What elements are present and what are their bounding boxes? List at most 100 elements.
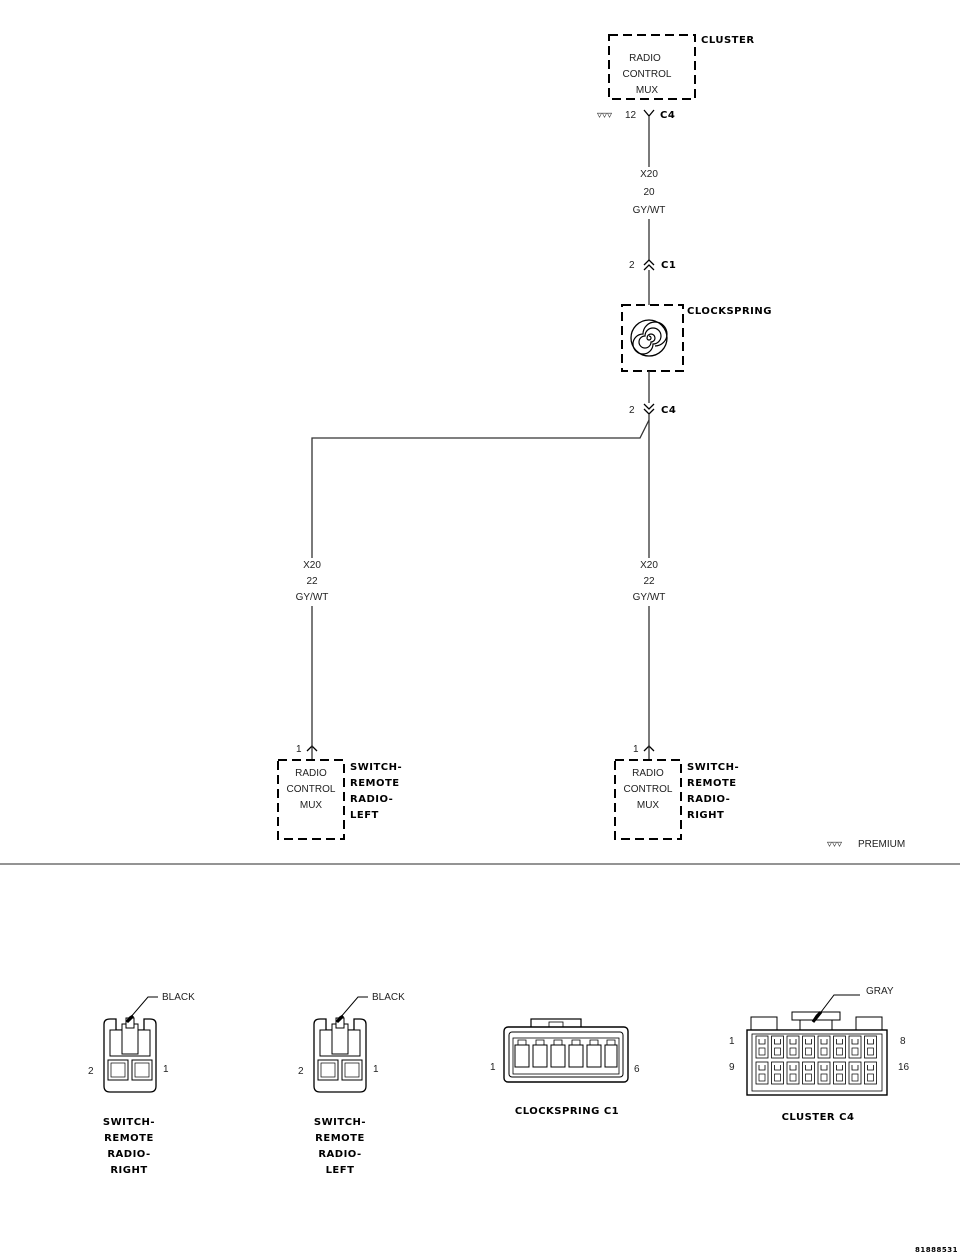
clockspring-c1-pin: 2 (629, 260, 635, 271)
wire-right-gauge: 22 (643, 576, 655, 587)
legend-mark: ▿▿▿ (827, 839, 842, 850)
cluster-connector-symbol (643, 109, 655, 118)
cluster-c4-cavity-latch (805, 1065, 812, 1071)
cluster-view-pin-1: 1 (729, 1036, 735, 1047)
switch-left-title-line-2: REMOTE (350, 778, 400, 789)
switch-right-title-line-1: SWITCH- (687, 762, 739, 773)
cluster-c4-connector-view (746, 994, 888, 1096)
switch-left-view-pin-1: 1 (373, 1064, 379, 1075)
cluster-c4-terminal (867, 1073, 874, 1082)
switch-right-pin: 1 (633, 744, 639, 755)
legend-label: PREMIUM (858, 839, 905, 850)
switch-right-title-line-2: REMOTE (687, 778, 737, 789)
switch-left-view-caption-2: REMOTE (315, 1133, 365, 1144)
switch-right-title-line-4: RIGHT (687, 810, 724, 821)
cluster-c4-terminal (774, 1047, 781, 1056)
cluster-inner-line-1: RADIO (629, 53, 661, 64)
cluster-c4-cavity-latch (789, 1065, 797, 1071)
switch-left-inner-line-3: MUX (300, 800, 323, 811)
cluster-view-pin-9: 9 (729, 1062, 735, 1073)
cluster-c4-cavity-latch (820, 1039, 828, 1045)
cluster-c4-cavity-latch (774, 1065, 781, 1071)
wire-left-circuit: X20 (303, 560, 321, 571)
cluster-c4-cavity-latch (758, 1065, 766, 1071)
cluster-c4-terminal (774, 1073, 781, 1082)
cluster-c4-terminal (820, 1047, 828, 1056)
cluster-inner-line-3: MUX (636, 85, 659, 96)
clockspring-c4-id: C4 (661, 405, 676, 416)
cluster-c4-cavity-latch (836, 1065, 843, 1071)
switch-left-view-color: BLACK (372, 992, 405, 1003)
cluster-view-color: GRAY (866, 986, 894, 997)
switch-right-view-caption-3: RADIO- (107, 1149, 150, 1160)
switch-right-view-caption-4: RIGHT (110, 1165, 147, 1176)
switch-left-title-line-1: SWITCH- (350, 762, 402, 773)
switch-right-connector-view (103, 996, 158, 1093)
switch-right-inner-line-2: CONTROL (624, 784, 673, 795)
switch-right-view-pin-1: 1 (163, 1064, 169, 1075)
switch-right-view-pin-2: 2 (88, 1066, 94, 1077)
cluster-c4-terminal (789, 1047, 797, 1056)
clockspring-coil-icon (630, 319, 668, 357)
cluster-view-caption: CLUSTER C4 (782, 1112, 855, 1123)
cluster-component-box (608, 34, 696, 100)
cluster-c4-cavity-latch (758, 1039, 766, 1045)
cluster-c4-cavity-latch (836, 1039, 843, 1045)
wire-left-gauge: 22 (306, 576, 318, 587)
cluster-c4-cavity-latch (867, 1039, 874, 1045)
switch-left-view-caption-3: RADIO- (318, 1149, 361, 1160)
clockspring-view-pin-6: 6 (634, 1064, 640, 1075)
wire-left-color: GY/WT (296, 592, 329, 603)
cluster-c4-terminal (851, 1047, 859, 1056)
cluster-c4-terminal (836, 1047, 843, 1056)
switch-left-view-caption-4: LEFT (326, 1165, 355, 1176)
clockspring-title: CLOCKSPRING (687, 306, 772, 317)
switch-left-title-line-4: LEFT (350, 810, 379, 821)
switch-right-view-caption-2: REMOTE (104, 1133, 154, 1144)
cluster-c4-terminal (867, 1047, 874, 1056)
switch-right-title-line-3: RADIO- (687, 794, 730, 805)
cluster-c4-cavity-latch (805, 1039, 812, 1045)
switch-left-view-pin-2: 2 (298, 1066, 304, 1077)
cluster-c4-terminal (758, 1047, 766, 1056)
cluster-c4-cavity-latch (851, 1039, 859, 1045)
cluster-c4-cavity-latch (867, 1065, 874, 1071)
cluster-c4-cavity-latch (820, 1065, 828, 1071)
wire-left-branch (311, 419, 650, 558)
switch-left-component-box (277, 759, 345, 840)
clockspring-c1-connector-symbol (643, 259, 655, 271)
switch-left-inner-line-2: CONTROL (287, 784, 336, 795)
cluster-c4-cavity-latch (774, 1039, 781, 1045)
premium-option-mark: ▿▿▿ (597, 110, 612, 121)
cluster-c4-terminal (758, 1073, 766, 1082)
cluster-c4-terminal (789, 1073, 797, 1082)
cluster-c4-cavity-latch (789, 1039, 797, 1045)
switch-left-inner-line-1: RADIO (295, 768, 327, 779)
switch-right-view-caption-1: SWITCH- (103, 1117, 155, 1128)
cluster-c4-terminal (805, 1073, 812, 1082)
clockspring-view-pin-1: 1 (490, 1062, 496, 1073)
cluster-c4-terminal (836, 1073, 843, 1082)
figure-id: 81888531 (915, 1246, 958, 1254)
cluster-title: CLUSTER (701, 35, 755, 46)
clockspring-c1-id: C1 (661, 260, 676, 271)
wire-right-circuit: X20 (640, 560, 658, 571)
wire-top-circuit: X20 (640, 169, 658, 180)
clockspring-component-box (621, 304, 684, 372)
switch-right-component-box (614, 759, 682, 840)
cluster-c4-cavity-latch (851, 1065, 859, 1071)
clockspring-c4-pin: 2 (629, 405, 635, 416)
switch-right-inner-line-1: RADIO (632, 768, 664, 779)
switch-left-connector-view (313, 996, 368, 1093)
cluster-inner-line-2: CONTROL (623, 69, 672, 80)
wire-top-color: GY/WT (633, 205, 666, 216)
cluster-pin-number: 12 (625, 110, 637, 121)
clockspring-c1-connector-view (503, 1018, 629, 1083)
cluster-view-pin-16: 16 (898, 1062, 910, 1073)
wire-right-color: GY/WT (633, 592, 666, 603)
switch-left-pin: 1 (296, 744, 302, 755)
switch-right-view-color: BLACK (162, 992, 195, 1003)
wire-top-gauge: 20 (643, 187, 655, 198)
clockspring-view-caption: CLOCKSPRING C1 (515, 1106, 619, 1117)
